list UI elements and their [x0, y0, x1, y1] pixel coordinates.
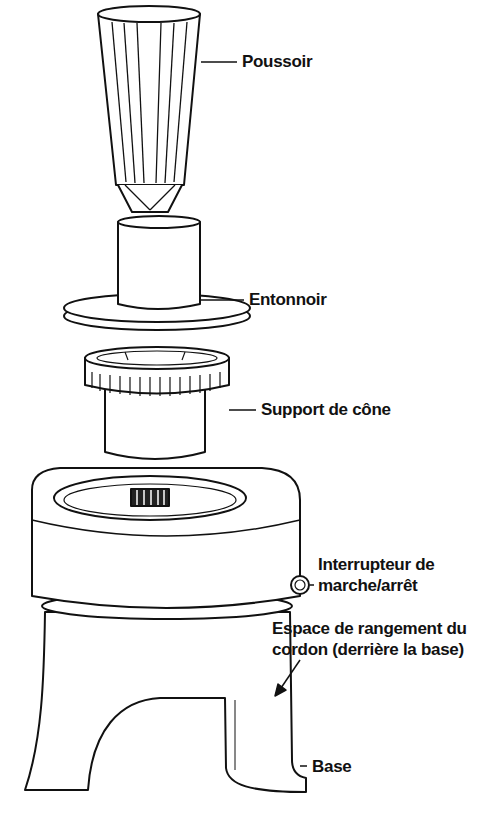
part-label: Entonnoir — [249, 289, 327, 310]
base-drawing — [25, 468, 309, 792]
part-label: Poussoir — [242, 51, 312, 72]
part-label: Support de cône — [261, 399, 391, 420]
part-label: Interrupteur de marche/arrêt — [318, 554, 458, 596]
cone-support-drawing — [85, 347, 229, 459]
part-label: Base — [312, 756, 351, 777]
part-label: Espace de rangement du cordon (derrière … — [272, 618, 477, 660]
funnel-drawing — [64, 216, 250, 330]
pusher-drawing — [98, 6, 200, 212]
